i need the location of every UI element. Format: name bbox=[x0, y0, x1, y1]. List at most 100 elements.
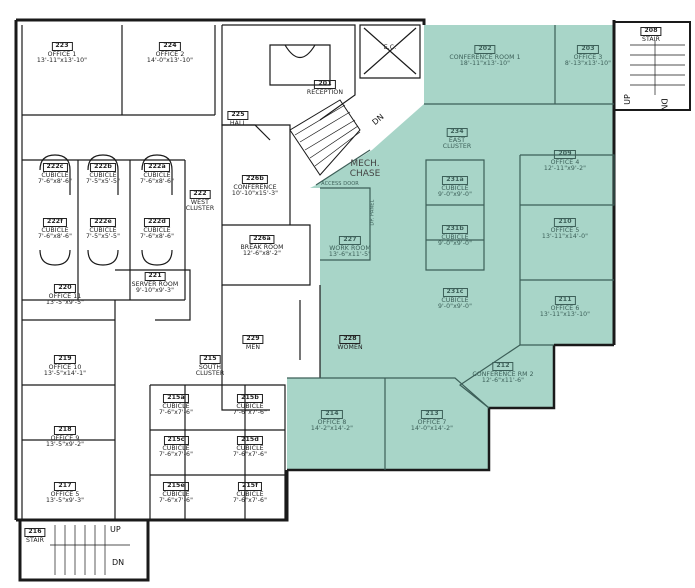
room-dimensions: 7'-5"x5'-5" bbox=[85, 178, 121, 185]
mech-chase: MECH.CHASE bbox=[350, 159, 381, 180]
elevator: E.C. bbox=[384, 44, 397, 52]
room-name: SERVER ROOM bbox=[131, 280, 179, 288]
room-dimensions: 7'-6"x7'-6" bbox=[158, 451, 194, 458]
mech-label: MECH. bbox=[350, 159, 380, 169]
room-number: 215f bbox=[237, 482, 263, 491]
room-number: 224 bbox=[159, 42, 181, 51]
room-number: 216 bbox=[24, 528, 46, 537]
room-dimensions: 9'-0"x9'-0" bbox=[437, 240, 473, 247]
room-dimensions: 13'-5"x14'-1" bbox=[43, 370, 87, 377]
room-name: CUBICLE bbox=[236, 402, 264, 410]
room-name: CUBICLE bbox=[162, 490, 190, 498]
room-name-line2: CLUSTER bbox=[195, 370, 225, 377]
room-number: 222 bbox=[189, 190, 211, 199]
stair-up-label: UP bbox=[622, 94, 632, 105]
room-number: 215a bbox=[163, 394, 189, 403]
room-name: CUBICLE bbox=[441, 233, 469, 241]
room-number: 222e bbox=[90, 218, 116, 227]
room-number: 221 bbox=[144, 272, 166, 281]
room-name: HALL bbox=[229, 119, 247, 127]
room-number: 215b bbox=[237, 394, 263, 403]
room-number: 201 bbox=[314, 80, 336, 89]
room-name: OFFICE 9 bbox=[50, 434, 80, 442]
highlighted-suite-area[interactable] bbox=[287, 25, 614, 470]
room-number: 217 bbox=[54, 482, 76, 491]
room-number: 218 bbox=[54, 426, 76, 435]
room-dimensions: 7'-5"x5'-5" bbox=[85, 233, 121, 240]
room-name: CUBICLE bbox=[236, 444, 264, 452]
room-number: 222a bbox=[144, 163, 170, 172]
room-name-line2: CLUSTER bbox=[442, 143, 472, 150]
room-name: CONFERENCE bbox=[233, 183, 277, 191]
room-name: CUBICLE bbox=[41, 226, 69, 234]
room-name: OFFICE 4 bbox=[550, 158, 580, 166]
room-name: WORK ROOM bbox=[329, 244, 371, 252]
room-dimensions: 12'-6"x11'-6" bbox=[481, 377, 525, 384]
room-dimensions: 9'-10"x9'-3" bbox=[135, 287, 175, 294]
room-dimensions: 7'-6"x7'-6" bbox=[158, 409, 194, 416]
room-number: 222b bbox=[90, 163, 116, 172]
room-name: OFFICE 5 bbox=[50, 490, 80, 498]
access-door-note: ACCESS DOOR bbox=[321, 181, 359, 187]
room-dimensions: 13'-11"x14'-0" bbox=[541, 233, 589, 240]
room-dimensions: 13'-6"x11'-5" bbox=[328, 251, 372, 258]
room-name: WOMEN bbox=[337, 343, 363, 351]
room-name: CUBICLE bbox=[89, 171, 117, 179]
room-dimensions: 8'-13"x13'-10" bbox=[564, 60, 612, 67]
room-number: 202 bbox=[474, 45, 496, 54]
room-number: 231c bbox=[442, 288, 468, 297]
room-name: CUBICLE bbox=[162, 402, 190, 410]
room-name: EAST bbox=[448, 136, 466, 144]
room-number: 222f bbox=[42, 218, 68, 227]
room-dimensions: 13'-5"x9'-2" bbox=[45, 441, 85, 448]
stair-up-label-south: UP bbox=[110, 525, 121, 534]
room-dimensions: 7'-6"x8'-6" bbox=[139, 178, 175, 185]
room-name: CUBICLE bbox=[143, 171, 171, 179]
room-number: 229 bbox=[242, 335, 264, 344]
room-dimensions: 9'-0"x9'-0" bbox=[437, 191, 473, 198]
room-dimensions: 14'-2"x14'-2" bbox=[310, 425, 354, 432]
